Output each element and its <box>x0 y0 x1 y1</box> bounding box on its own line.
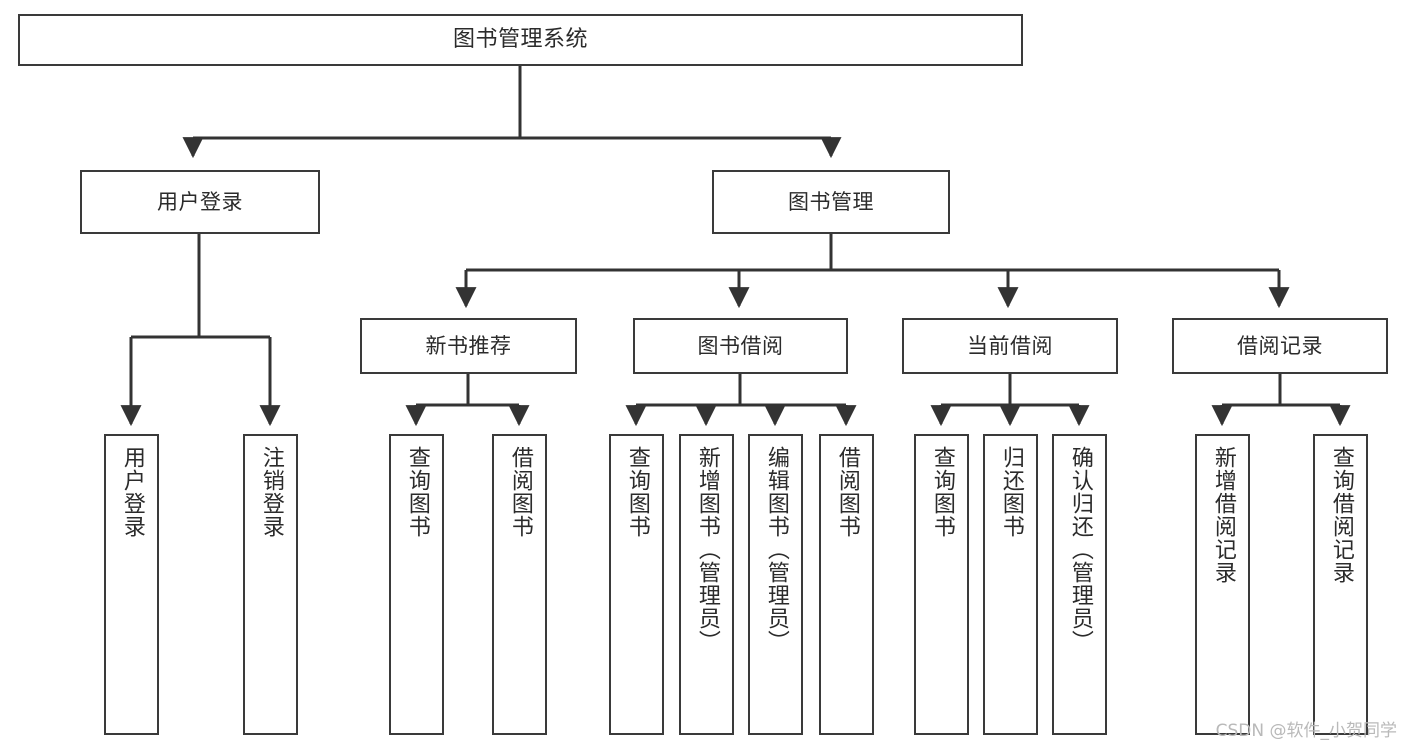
leaf-current-return-book[interactable]: 归还图书 <box>983 434 1038 735</box>
leaf-current-confirm-return[interactable]: 确认归还（管理员） <box>1052 434 1107 735</box>
leaf-borrow-query-book-label: 查询图书 <box>624 446 650 538</box>
leaf-borrow-add-book-label: 新增图书（管理员） <box>694 446 720 653</box>
leaf-borrow-borrow-book[interactable]: 借阅图书 <box>819 434 874 735</box>
leaf-recommend-borrow-book[interactable]: 借阅图书 <box>492 434 547 735</box>
node-book-borrow-label: 图书借阅 <box>697 333 784 358</box>
leaf-borrow-borrow-book-label: 借阅图书 <box>834 446 860 538</box>
leaf-record-add-record-label: 新增借阅记录 <box>1210 446 1236 584</box>
leaf-user-login-login-label: 用户登录 <box>119 446 145 538</box>
node-root-label: 图书管理系统 <box>452 27 588 53</box>
leaf-user-login-logout-label: 注销登录 <box>258 446 284 538</box>
node-user-login-label: 用户登录 <box>157 189 243 214</box>
node-book-borrow[interactable]: 图书借阅 <box>633 318 848 374</box>
leaf-borrow-add-book[interactable]: 新增图书（管理员） <box>679 434 734 735</box>
leaf-recommend-query-book-label: 查询图书 <box>404 446 430 538</box>
node-user-login[interactable]: 用户登录 <box>80 170 320 234</box>
leaf-record-query-record[interactable]: 查询借阅记录 <box>1313 434 1368 735</box>
csdn-watermark: CSDN @软件_小贺同学 <box>1215 721 1397 741</box>
leaf-user-login-login[interactable]: 用户登录 <box>104 434 159 735</box>
leaf-current-query-book-label: 查询图书 <box>929 446 955 538</box>
node-new-book-recommend[interactable]: 新书推荐 <box>360 318 577 374</box>
leaf-borrow-query-book[interactable]: 查询图书 <box>609 434 664 735</box>
leaf-current-confirm-return-label: 确认归还（管理员） <box>1067 446 1093 653</box>
node-borrow-record-label: 借阅记录 <box>1237 333 1323 358</box>
leaf-borrow-edit-book[interactable]: 编辑图书（管理员） <box>748 434 803 735</box>
leaf-current-return-book-label: 归还图书 <box>998 446 1024 538</box>
leaf-user-login-logout[interactable]: 注销登录 <box>243 434 298 735</box>
leaf-recommend-query-book[interactable]: 查询图书 <box>389 434 444 735</box>
node-current-borrow-label: 当前借阅 <box>967 333 1053 358</box>
node-current-borrow[interactable]: 当前借阅 <box>902 318 1118 374</box>
leaf-recommend-borrow-book-label: 借阅图书 <box>507 446 533 538</box>
leaf-borrow-edit-book-label: 编辑图书（管理员） <box>763 446 789 653</box>
leaf-record-add-record[interactable]: 新增借阅记录 <box>1195 434 1250 735</box>
leaf-current-query-book[interactable]: 查询图书 <box>914 434 969 735</box>
node-book-management-label: 图书管理 <box>788 189 874 214</box>
leaf-record-query-record-label: 查询借阅记录 <box>1328 446 1354 584</box>
node-root[interactable]: 图书管理系统 <box>18 14 1023 66</box>
node-new-book-recommend-label: 新书推荐 <box>425 333 512 358</box>
node-borrow-record[interactable]: 借阅记录 <box>1172 318 1388 374</box>
node-book-management[interactable]: 图书管理 <box>712 170 950 234</box>
